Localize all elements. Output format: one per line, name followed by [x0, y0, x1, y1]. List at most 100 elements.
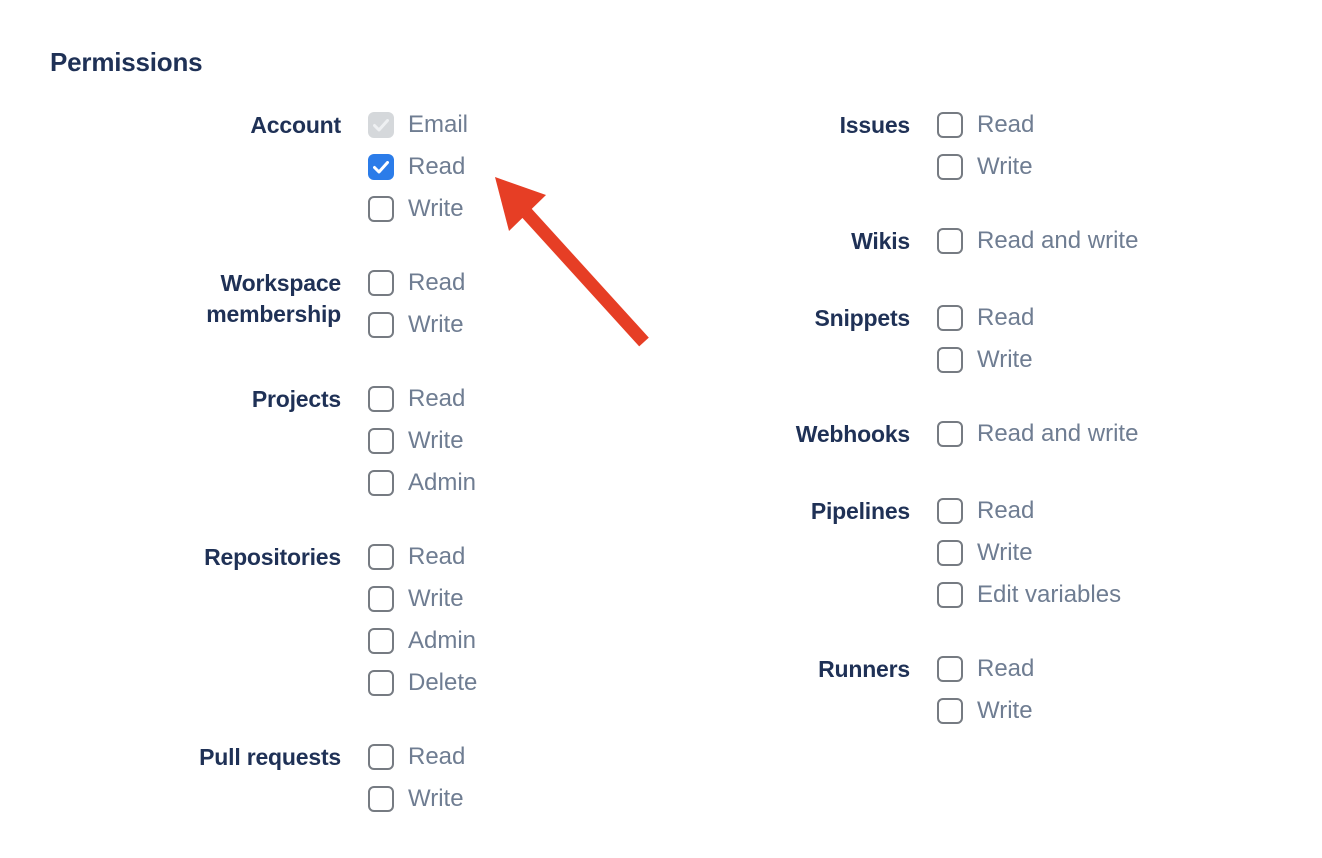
- checkbox-label-read: Read: [977, 304, 1035, 331]
- option-row-repositories-admin: Admin: [368, 628, 477, 654]
- group-label-account: Account: [250, 112, 341, 138]
- projects-write-checkbox[interactable]: [368, 428, 394, 454]
- checkbox-label-admin: Admin: [408, 469, 477, 496]
- checkbox-label-write: Write: [977, 346, 1033, 373]
- option-row-projects-admin: Admin: [368, 470, 476, 496]
- group-label-issues: Issues: [839, 112, 911, 138]
- option-row-snippets-write: Write: [937, 347, 1034, 373]
- option-row-pipelines-read: Read: [937, 498, 1121, 524]
- option-row-pull-requests-read: Read: [368, 744, 465, 770]
- projects-read-checkbox[interactable]: [368, 386, 394, 412]
- checkbox-label-write: Write: [977, 539, 1033, 566]
- checkbox-label-write: Write: [408, 585, 464, 612]
- checkbox-label-write: Write: [977, 697, 1033, 724]
- group-label-workspace-membership: Workspace membership: [206, 270, 341, 327]
- checkbox-label-edit-variables: Edit variables: [977, 581, 1122, 608]
- checkbox-label-email: Email: [408, 111, 469, 138]
- checkbox-label-read-and-write: Read and write: [977, 420, 1139, 447]
- group-label-pipelines: Pipelines: [810, 498, 910, 524]
- group-label-projects: Projects: [251, 386, 341, 412]
- issues-write-checkbox[interactable]: [937, 154, 963, 180]
- option-row-repositories-read: Read: [368, 544, 477, 570]
- checkbox-label-write: Write: [408, 195, 464, 222]
- option-row-account-read: Read: [368, 154, 468, 180]
- option-row-issues-write: Write: [937, 154, 1034, 180]
- option-row-repositories-write: Write: [368, 586, 477, 612]
- option-row-pull-requests-write: Write: [368, 786, 465, 812]
- checkbox-label-read: Read: [408, 269, 466, 296]
- option-row-wikis-read-and-write: Read and write: [937, 228, 1138, 254]
- checkbox-label-read: Read: [977, 111, 1035, 138]
- checkbox-label-read: Read: [408, 743, 466, 770]
- account-read-checkbox[interactable]: [368, 154, 394, 180]
- workspace-membership-write-checkbox[interactable]: [368, 312, 394, 338]
- option-row-runners-write: Write: [937, 698, 1034, 724]
- checkbox-label-delete: Delete: [408, 669, 478, 696]
- repositories-delete-checkbox[interactable]: [368, 670, 394, 696]
- options-webhooks: Read and write: [937, 419, 1138, 447]
- option-row-workspace-membership-write: Write: [368, 312, 465, 338]
- pull-requests-read-checkbox[interactable]: [368, 744, 394, 770]
- option-row-projects-read: Read: [368, 386, 476, 412]
- options-wikis: Read and write: [937, 226, 1138, 254]
- checkbox-label-read: Read: [977, 497, 1035, 524]
- checkbox-label-read: Read: [408, 543, 466, 570]
- pull-requests-write-checkbox[interactable]: [368, 786, 394, 812]
- pipelines-write-checkbox[interactable]: [937, 540, 963, 566]
- option-row-webhooks-read-and-write: Read and write: [937, 421, 1138, 447]
- snippets-write-checkbox[interactable]: [937, 347, 963, 373]
- group-label-wikis: Wikis: [851, 228, 910, 254]
- repositories-read-checkbox[interactable]: [368, 544, 394, 570]
- checkbox-label-read: Read: [977, 655, 1035, 682]
- option-row-projects-write: Write: [368, 428, 476, 454]
- option-row-pipelines-edit-variables: Edit variables: [937, 582, 1121, 608]
- permission-group-wikis: Wikis Read and write: [660, 226, 1322, 257]
- runners-read-checkbox[interactable]: [937, 656, 963, 682]
- option-row-pipelines-write: Write: [937, 540, 1121, 566]
- repositories-write-checkbox[interactable]: [368, 586, 394, 612]
- option-row-account-email: Email: [368, 112, 468, 138]
- pipelines-edit-variables-checkbox[interactable]: [937, 582, 963, 608]
- checkbox-label-read: Read: [408, 153, 466, 180]
- checkbox-label-write: Write: [977, 153, 1033, 180]
- workspace-membership-read-checkbox[interactable]: [368, 270, 394, 296]
- webhooks-read-and-write-checkbox[interactable]: [937, 421, 963, 447]
- wikis-read-and-write-checkbox[interactable]: [937, 228, 963, 254]
- checkbox-label-read: Read: [408, 385, 466, 412]
- account-email-checkbox: [368, 112, 394, 138]
- page-title: Permissions: [50, 47, 203, 77]
- checkbox-label-write: Write: [408, 311, 464, 338]
- group-label-snippets: Snippets: [814, 305, 910, 331]
- projects-admin-checkbox[interactable]: [368, 470, 394, 496]
- checkbox-label-read-and-write: Read and write: [977, 227, 1139, 254]
- group-label-repositories: Repositories: [204, 544, 341, 570]
- group-label-runners: Runners: [818, 656, 910, 682]
- account-write-checkbox[interactable]: [368, 196, 394, 222]
- issues-read-checkbox[interactable]: [937, 112, 963, 138]
- repositories-admin-checkbox[interactable]: [368, 628, 394, 654]
- option-row-repositories-delete: Delete: [368, 670, 477, 696]
- runners-write-checkbox[interactable]: [937, 698, 963, 724]
- pipelines-read-checkbox[interactable]: [937, 498, 963, 524]
- snippets-read-checkbox[interactable]: [937, 305, 963, 331]
